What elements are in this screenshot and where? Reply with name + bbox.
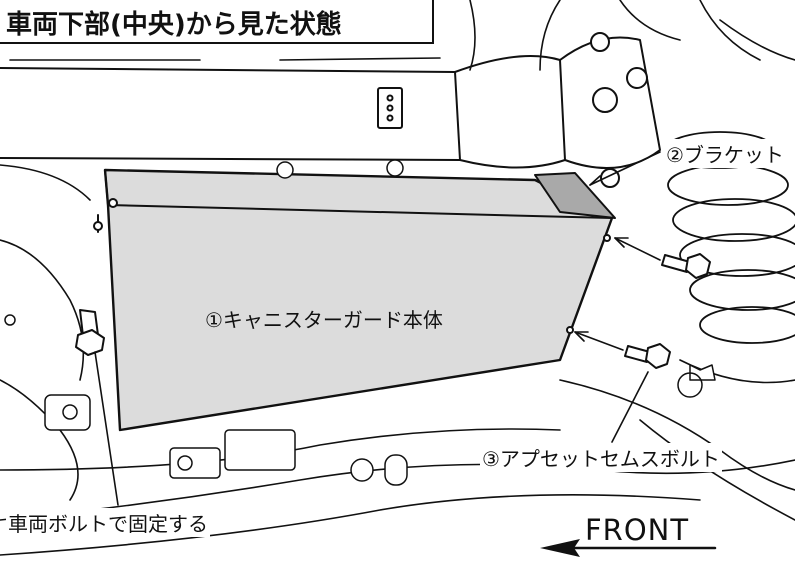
canister-guard <box>103 168 614 432</box>
label-upset-sems-bolt: ③アプセットセムスボルト <box>480 443 722 472</box>
label-vehicle-bolt: 車両ボルトで固定する <box>6 508 210 537</box>
arrow-left-icon <box>540 539 717 557</box>
page-title: 車両下部(中央)から見た状態 <box>6 10 342 40</box>
assembly-arrows <box>574 237 661 351</box>
title-box: 車両下部(中央)から見た状態 <box>0 0 434 44</box>
label-bracket: ②ブラケット <box>664 139 786 168</box>
background-hardware <box>4 159 716 486</box>
label-canister-guard: ①キャニスターガード本体 <box>205 308 443 332</box>
label-front: FRONT <box>585 513 690 547</box>
leader-lines <box>94 151 661 506</box>
vehicle-body-lines <box>0 0 795 556</box>
bracket-part <box>534 172 616 219</box>
drive-shaft <box>0 32 661 188</box>
hex-bolt-icon <box>75 214 711 369</box>
